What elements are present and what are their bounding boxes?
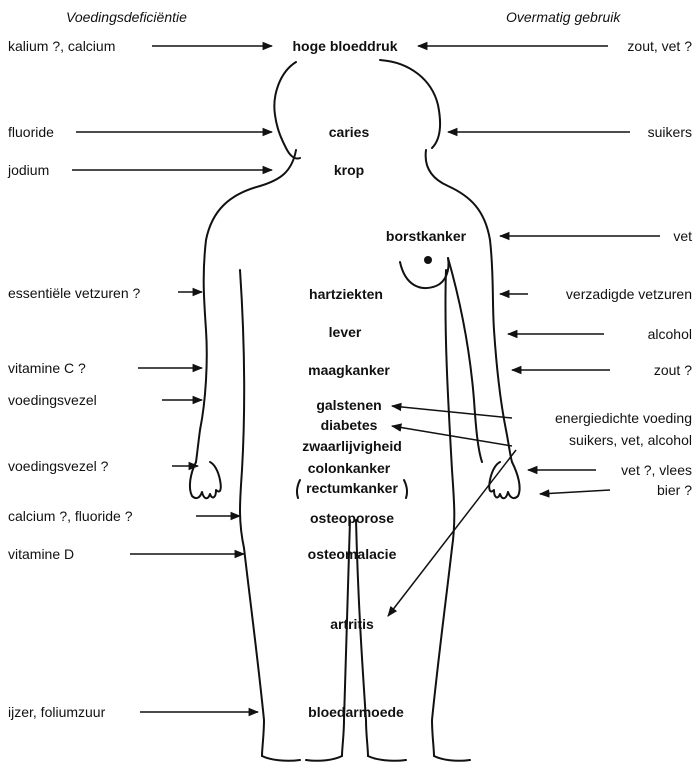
label-vet: vet	[673, 228, 692, 244]
label-zout: zout ?	[654, 362, 692, 378]
condition-lever: lever	[329, 324, 362, 340]
condition-bloedarmoede: bloedarmoede	[308, 704, 404, 720]
label-vet-vlees: vet ?, vlees	[621, 462, 692, 478]
condition-diabetes: diabetes	[321, 417, 378, 433]
label-voedingsvezel-2: voedingsvezel ?	[8, 458, 108, 474]
label-alcohol: alcohol	[648, 326, 692, 342]
condition-caries: caries	[329, 124, 369, 140]
condition-colonkanker: colonkanker	[308, 460, 390, 476]
label-vitamine-d: vitamine D	[8, 546, 74, 562]
condition-osteoporose: osteoporose	[310, 510, 394, 526]
condition-artritis: artritis	[330, 616, 374, 632]
nipple-mark	[424, 256, 432, 264]
condition-rectumkanker: rectumkanker	[306, 480, 398, 496]
label-suikers: suikers	[648, 124, 692, 140]
condition-galstenen: galstenen	[316, 397, 381, 413]
right-hand-outline	[489, 462, 519, 498]
arrow-energiedichte-diabetes	[392, 426, 512, 446]
condition-hartziekten: hartziekten	[309, 286, 383, 302]
label-essentiele-vetzuren: essentiële vetzuren ?	[8, 285, 140, 301]
label-jodium: jodium	[8, 162, 49, 178]
label-kalium-calcium: kalium ?, calcium	[8, 38, 115, 54]
label-bier: bier ?	[657, 482, 692, 498]
condition-zwaarlijvigheid: zwaarlijvigheid	[302, 438, 402, 454]
header-excess: Overmatig gebruik	[506, 9, 620, 25]
label-ijzer-foliumzuur: ijzer, foliumzuur	[8, 704, 105, 720]
condition-hoge-bloeddruk: hoge bloeddruk	[293, 38, 398, 54]
arrow-bier	[540, 490, 610, 494]
arrow-energiedichte-galstenen	[392, 406, 512, 418]
left-hand-outline	[190, 462, 221, 498]
condition-krop: krop	[334, 162, 364, 178]
condition-borstkanker: borstkanker	[386, 228, 466, 244]
arm-line	[448, 258, 482, 462]
label-voedingsvezel: voedingsvezel	[8, 392, 97, 408]
label-verzadigde-vetzuren: verzadigde vetzuren	[566, 286, 692, 302]
label-zout-vet: zout, vet ?	[627, 38, 692, 54]
label-calcium-fluoride: calcium ?, fluoride ?	[8, 508, 133, 524]
label-fluoride: fluoride	[8, 124, 54, 140]
header-deficiency: Voedingsdeficiëntie	[66, 9, 187, 25]
condition-osteomalacie: osteomalacie	[308, 546, 397, 562]
label-vitamine-c: vitamine C ?	[8, 360, 86, 376]
label-energiedichte-voeding: energiedichte voeding	[555, 410, 692, 426]
breast-outline	[400, 258, 449, 288]
condition-maagkanker: maagkanker	[308, 362, 390, 378]
head-outline	[274, 60, 440, 159]
feet-outline	[262, 756, 470, 761]
label-suikers-vet-alcohol: suikers, vet, alcohol	[569, 432, 692, 448]
